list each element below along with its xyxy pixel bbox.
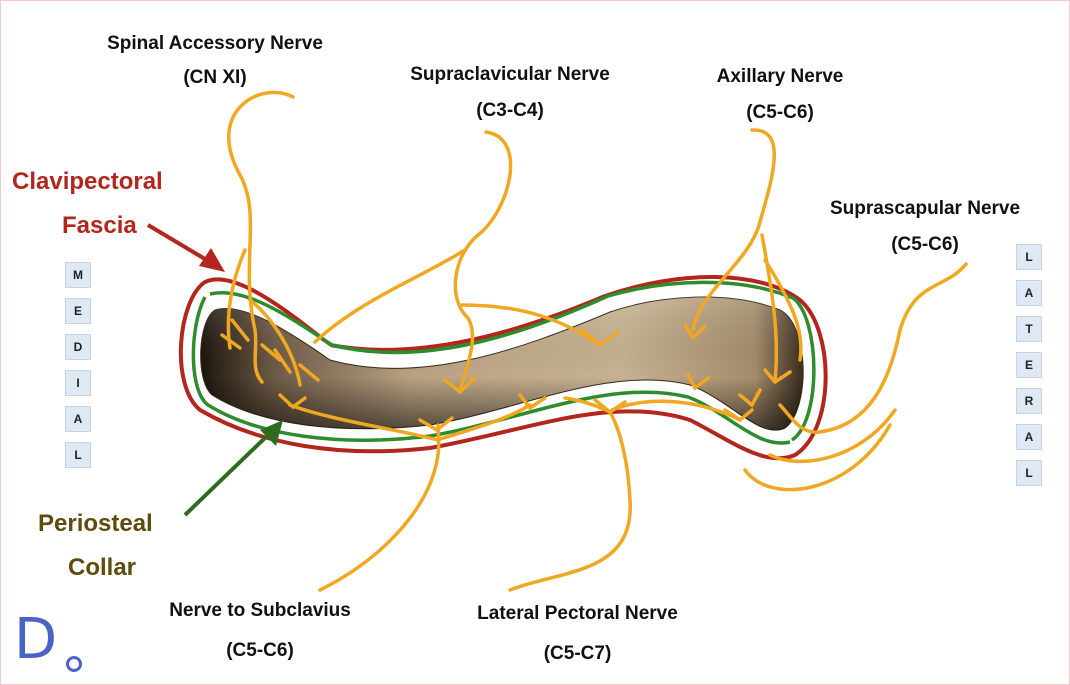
nerve-to-subclavius-label: Nerve to Subclavius (C5-C6): [125, 600, 395, 662]
medial-letter: I: [65, 370, 91, 396]
axillary-nerve-root: (C5-C6): [680, 102, 880, 124]
spinal-accessory-nerve-root: (CN XI): [60, 67, 370, 89]
lateral-letter: L: [1016, 460, 1042, 486]
periosteal-collar-line1: Periosteal: [38, 510, 153, 538]
lateral-letter: A: [1016, 280, 1042, 306]
suprascapular-nerve-path: [780, 264, 966, 432]
supraclavicular-nerve-branch-1: [315, 250, 465, 342]
lateral-letter: R: [1016, 388, 1042, 414]
lateral-letter: A: [1016, 424, 1042, 450]
suprascapular-nerve-root: (C5-C6): [805, 234, 1045, 256]
medial-letter: D: [65, 334, 91, 360]
suprascapular-nerve-name: Suprascapular Nerve: [805, 198, 1045, 220]
medial-letter: M: [65, 262, 91, 288]
medial-letter: A: [65, 406, 91, 432]
nerve-fibers: [222, 92, 966, 590]
axillary-nerve-name: Axillary Nerve: [680, 66, 880, 88]
lateral-letter: T: [1016, 316, 1042, 342]
periosteal-collar-arrow: [185, 420, 283, 515]
medial-letter: L: [65, 442, 91, 468]
clavipectoral-fascia-label: Clavipectoral Fascia: [12, 168, 163, 240]
supraclavicular-nerve-root: (C3-C4): [365, 100, 655, 122]
periosteal-collar-line2: Collar: [68, 554, 153, 582]
nerve-to-subclavius-name: Nerve to Subclavius: [125, 600, 395, 622]
panel-label-dot: [66, 656, 82, 672]
spinal-accessory-nerve-label: Spinal Accessory Nerve (CN XI): [60, 33, 370, 89]
clavipectoral-fascia-line1: Clavipectoral: [12, 168, 163, 196]
periosteal-collar-label: Periosteal Collar: [38, 510, 153, 582]
medial-side-indicator: M E D I A L: [65, 262, 91, 468]
lateral-pectoral-nerve-label: Lateral Pectoral Nerve (C5-C7): [430, 603, 725, 665]
supraclavicular-nerve-label: Supraclavicular Nerve (C3-C4): [365, 64, 655, 122]
lateral-side-indicator: L A T E R A L: [1016, 244, 1042, 486]
lateral-letter: E: [1016, 352, 1042, 378]
axillary-nerve-label: Axillary Nerve (C5-C6): [680, 66, 880, 124]
lateral-pectoral-nerve-root: (C5-C7): [430, 643, 725, 665]
clavipectoral-fascia-line2: Fascia: [62, 212, 163, 240]
medial-letter: E: [65, 298, 91, 324]
nerve-to-subclavius-root: (C5-C6): [125, 640, 395, 662]
supraclavicular-nerve-name: Supraclavicular Nerve: [365, 64, 655, 86]
panel-label: D: [14, 612, 57, 668]
lateral-letter: L: [1016, 244, 1042, 270]
lateral-pectoral-nerve-name: Lateral Pectoral Nerve: [430, 603, 725, 625]
spinal-accessory-nerve-name: Spinal Accessory Nerve: [60, 33, 370, 55]
lateral-pectoral-nerve-path: [510, 412, 630, 590]
suprascapular-nerve-label: Suprascapular Nerve (C5-C6): [805, 198, 1045, 256]
